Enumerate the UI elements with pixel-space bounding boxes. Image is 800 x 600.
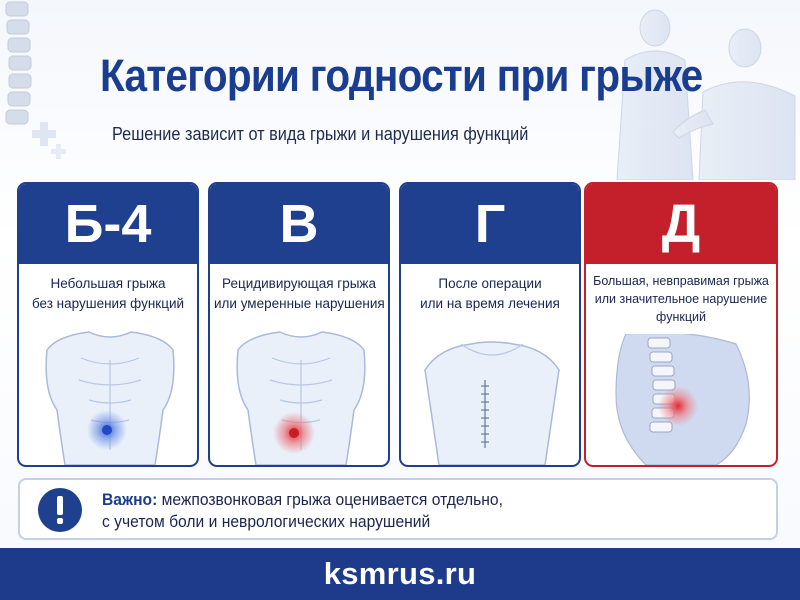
category-card-g: Г После операции или на время лечения <box>399 182 581 467</box>
page-subtitle: Решение зависит от вида грыжи и нарушени… <box>112 123 529 144</box>
category-label: В <box>210 184 388 264</box>
torso-illustration <box>45 331 175 465</box>
category-label: Б-4 <box>19 184 197 264</box>
spine-icon <box>5 1 32 125</box>
spine-hernia-illustration <box>615 334 750 465</box>
note-label: Важно: <box>102 490 158 509</box>
category-description: После операции или на время лечения <box>420 276 560 311</box>
category-description: Большая, невправимая грыжа или значитель… <box>593 274 769 324</box>
back-surgery-illustration <box>424 341 560 465</box>
category-label: Г <box>401 184 579 264</box>
category-card-v: В Рецидивирующая грыжа или умеренные нар… <box>208 182 390 467</box>
category-label: Д <box>586 184 776 264</box>
medical-cross-icon <box>32 122 66 159</box>
category-description: Небольшая грыжа без нарушения функций <box>31 276 185 311</box>
footer-site: ksmrus.ru <box>0 548 800 600</box>
torso-illustration <box>236 331 366 465</box>
doctor-illustration <box>616 9 796 180</box>
category-card-b4: Б-4 Небольшая грыжа без нарушения функци… <box>17 182 199 467</box>
page-title: Категории годности при грыже <box>100 50 703 101</box>
note-text: Важно: межпозвонковая грыжа оценивается … <box>102 490 503 531</box>
exclamation-circle-icon <box>38 488 82 532</box>
category-card-d: Д Большая, невправимая грыжа или значите… <box>584 182 778 467</box>
important-note: Важно: межпозвонковая грыжа оценивается … <box>18 478 778 540</box>
category-description: Рецидивирующая грыжа или умеренные наруш… <box>214 276 385 311</box>
